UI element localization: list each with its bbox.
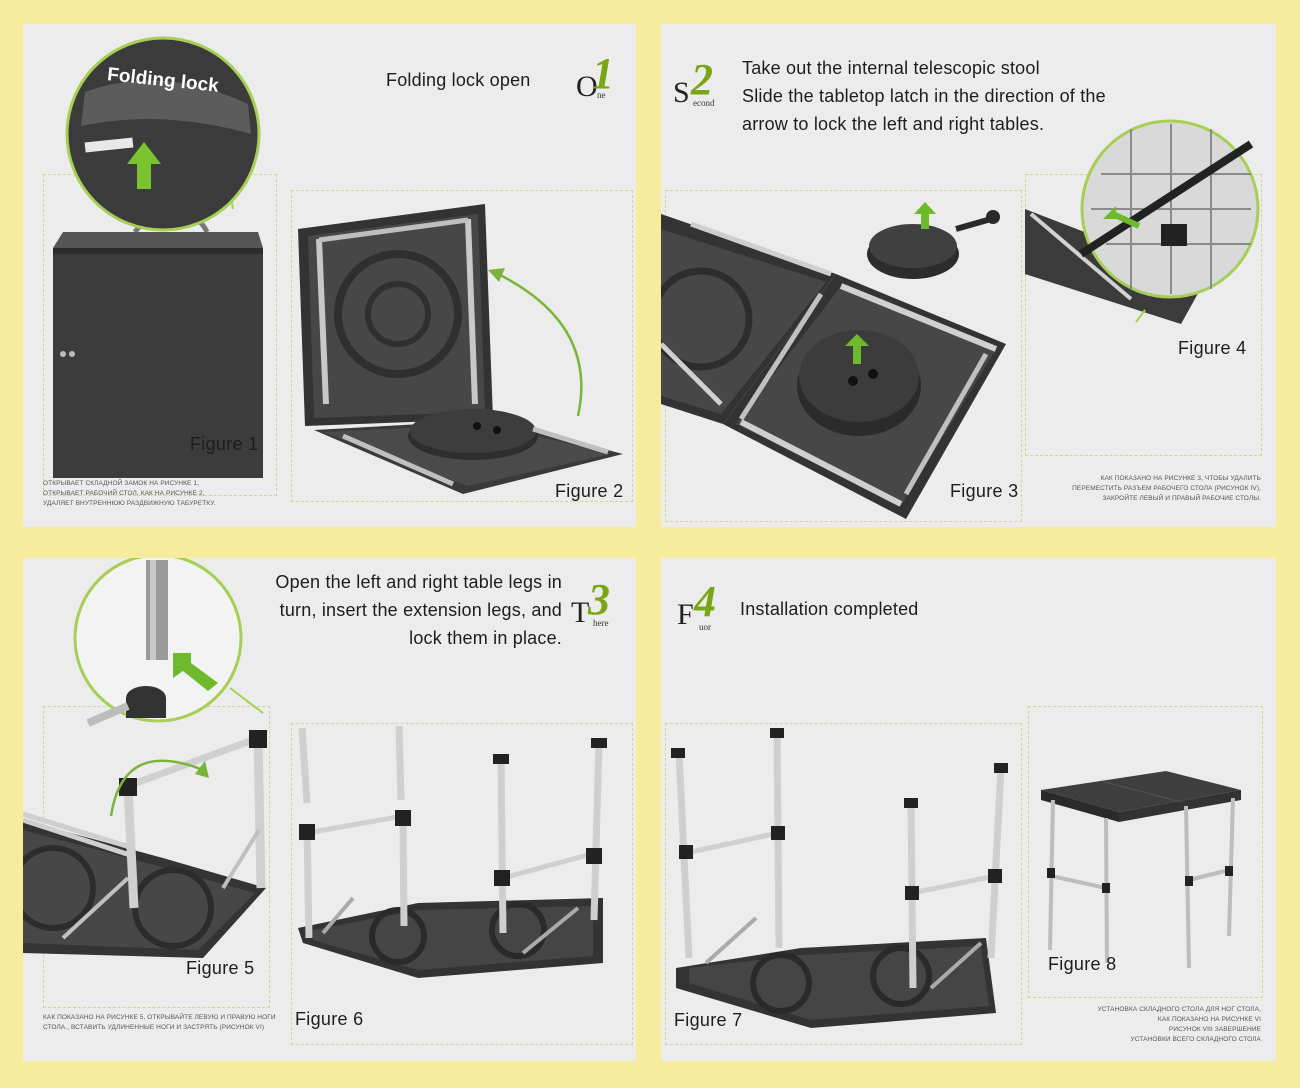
- step-3-title: Open the left and right table legs in tu…: [275, 572, 562, 648]
- step-2-number: S 2 econd: [673, 55, 715, 109]
- figure-5-caption: Figure 5: [186, 958, 255, 978]
- step-2-panel: S 2 econd Take out the internal telescop…: [661, 24, 1276, 527]
- step-1-number: O 1 ne: [576, 49, 614, 103]
- figure-8-frame: [1028, 706, 1263, 998]
- figure-2-illustration: [298, 204, 623, 494]
- figure-8-caption: Figure 8: [1048, 954, 1117, 974]
- step-2-title: Take out the internal telescopic stool S…: [742, 58, 1106, 134]
- figure-6-frame: [291, 723, 633, 1045]
- figure-2-frame: [291, 190, 633, 502]
- step-1-title: Folding lock open: [386, 70, 531, 90]
- step-2-note: КАК ПОКАЗАНО НА РИСУНКЕ 3, ЧТОБЫ УДАЛИТЬ…: [1072, 475, 1261, 502]
- step-4-panel: F 4 uor Installation completed: [661, 558, 1276, 1061]
- step-1-panel: Folding lock open O 1 ne Folding lock: [23, 24, 636, 527]
- figure-7-illustration: [671, 728, 1008, 1028]
- step-3-number: T 3 here: [571, 575, 610, 629]
- step-4-number: F 4 uor: [677, 577, 716, 632]
- figure-7-caption: Figure 7: [674, 1010, 743, 1030]
- figure-1-caption: Figure 1: [190, 434, 259, 454]
- step-1-note: ОТКРЫВАЕТ СКЛАДНОЙ ЗАМОК НА РИСУНКЕ 1,ОТ…: [43, 480, 216, 507]
- step-4-note: УСТАНОВКА СКЛАДНОГО СТОЛА ДЛЯ НОГ СТОЛА,…: [1097, 1006, 1261, 1043]
- figure-4-caption: Figure 4: [1178, 338, 1247, 358]
- step-3-note: КАК ПОКАЗАНО НА РИСУНКЕ 5, ОТКРЫВАЙТЕ ЛЕ…: [43, 1014, 276, 1031]
- figure-1-illustration: [53, 36, 263, 478]
- figure-5-illustration: [23, 558, 267, 958]
- figure-3-illustration: [661, 119, 1260, 519]
- figure-3-caption: Figure 3: [950, 481, 1019, 501]
- step-4-title: Installation completed: [740, 599, 919, 619]
- figure-6-illustration: [298, 725, 607, 978]
- step-3-panel: Open the left and right table legs in tu…: [23, 558, 636, 1061]
- figure-6-caption: Figure 6: [295, 1009, 364, 1029]
- figure-8-illustration: [1041, 771, 1241, 969]
- figure-7-frame: [665, 723, 1022, 1045]
- figure-2-caption: Figure 2: [555, 481, 624, 501]
